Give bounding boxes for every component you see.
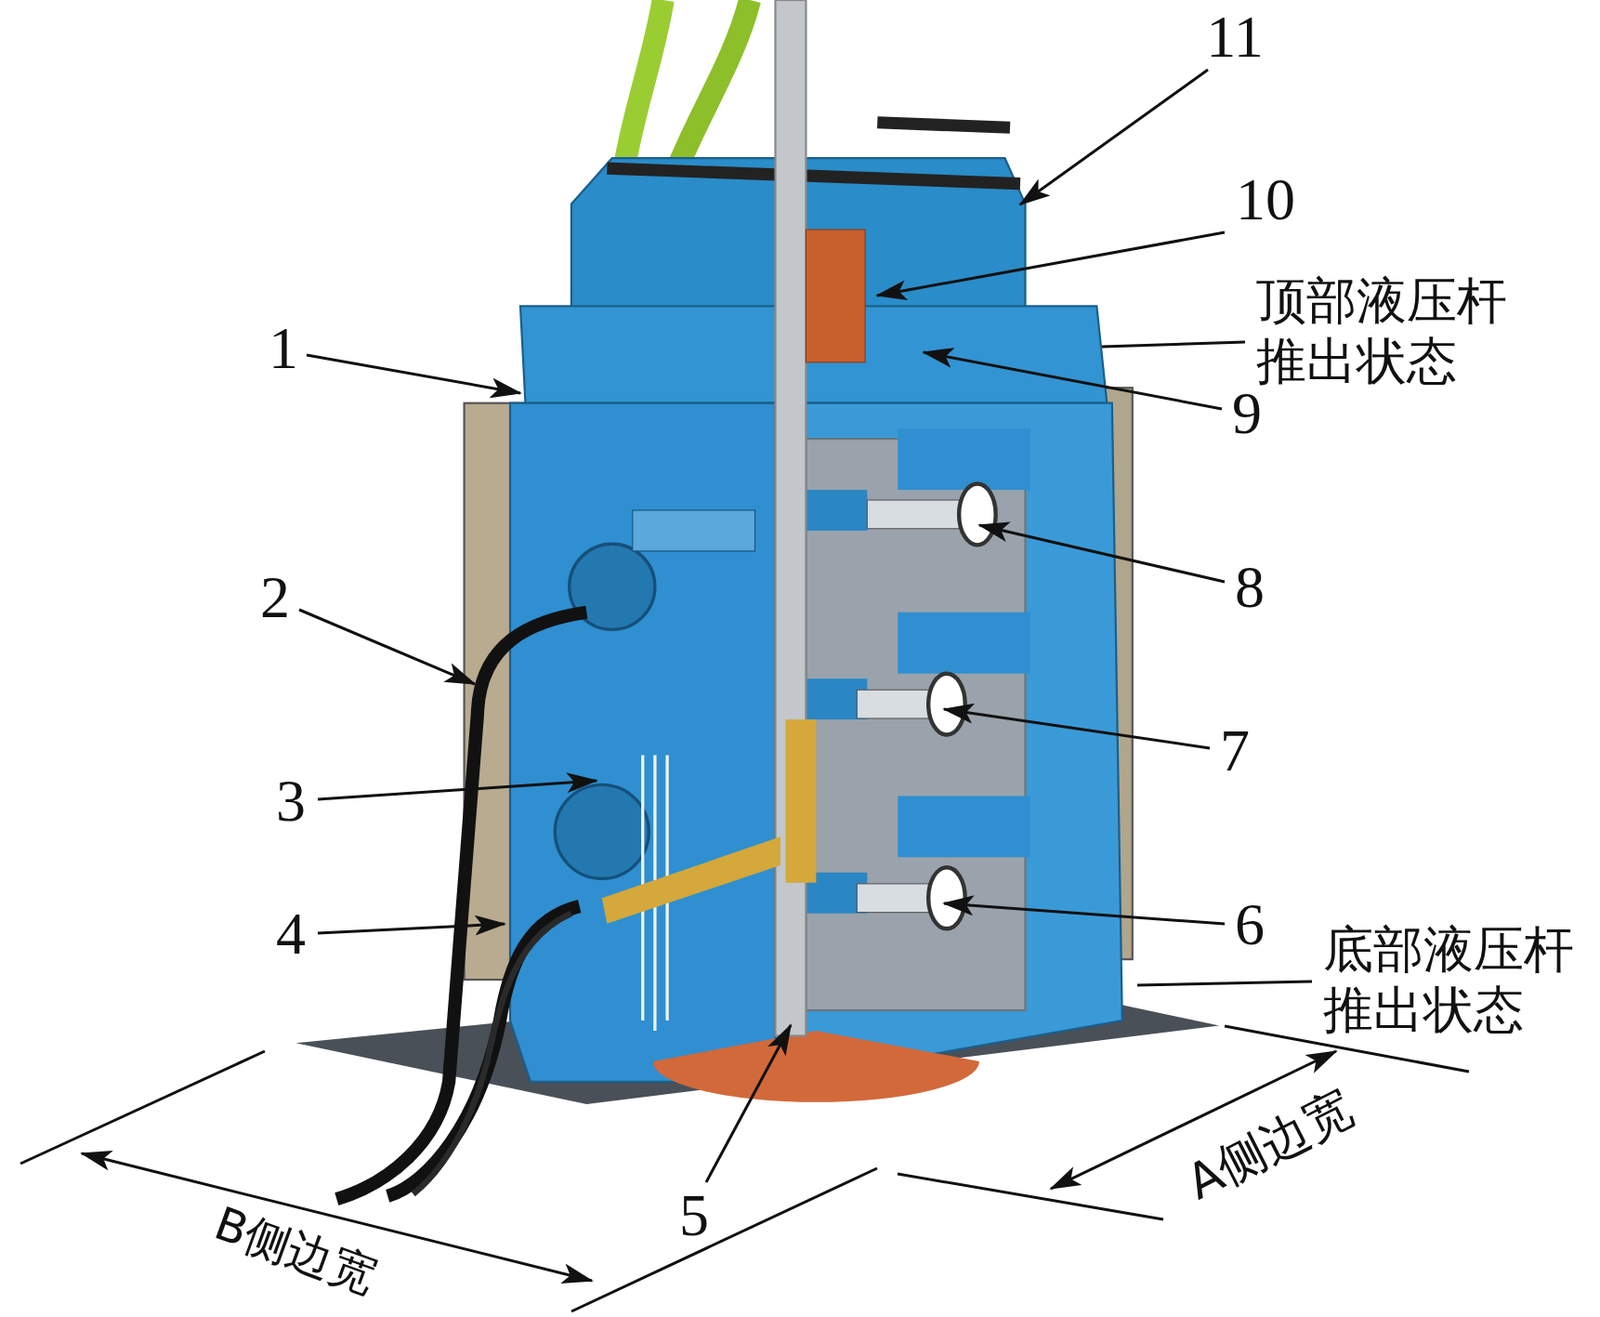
hose: [622, 0, 664, 179]
callout-number: 1: [268, 313, 299, 385]
right-body: [774, 403, 1122, 1082]
leader-line: [299, 609, 475, 684]
disc: [928, 866, 966, 929]
dimension-label: A侧边宽: [1180, 1082, 1361, 1207]
bracket: [897, 795, 1031, 857]
leader-line: [979, 524, 1225, 582]
yellow-bar: [785, 719, 816, 883]
callout-number: 8: [1234, 551, 1265, 624]
leader-line: [1137, 981, 1312, 985]
leader-line: [1101, 341, 1246, 347]
leader-lines: [299, 69, 1312, 1182]
state-label: 底部液压杆 推出状态: [1323, 919, 1589, 1041]
machine: [295, 0, 1220, 1199]
callout-number: 3: [275, 765, 306, 838]
dimension-label: B侧边宽: [209, 1199, 382, 1300]
extension-line: [571, 1167, 878, 1312]
leader-line: [944, 708, 1210, 748]
callout-number: 5: [679, 1180, 709, 1252]
leader-line: [1020, 69, 1208, 205]
cable: [413, 913, 572, 1194]
callout-number: 11: [1206, 1, 1264, 74]
roller-bar: [877, 122, 1010, 128]
disc: [958, 483, 997, 545]
leader-line: [877, 232, 1225, 296]
disc: [928, 673, 966, 735]
gear: [554, 784, 649, 879]
leader-line: [306, 354, 521, 394]
callout-number: 2: [260, 562, 290, 634]
roller-bar: [606, 168, 1021, 184]
leader-line: [317, 780, 597, 800]
callout-number: 10: [1235, 164, 1296, 237]
yellow-bar: [602, 836, 781, 923]
actuator: [632, 510, 756, 551]
bottom-plate: [653, 1030, 980, 1102]
dimension-lines: [20, 1025, 1469, 1312]
leader-line: [944, 903, 1225, 924]
callout-number: 4: [275, 898, 306, 971]
top-clamp: [805, 229, 866, 363]
extension-line: [20, 1050, 265, 1164]
cable: [387, 905, 579, 1196]
callout-number: 9: [1232, 378, 1262, 450]
leader-line: [317, 923, 505, 933]
extension-line: [897, 1173, 1164, 1220]
leader-line: [923, 352, 1222, 409]
cable: [336, 612, 587, 1199]
leader-line: [706, 1024, 791, 1182]
bracket: [897, 428, 1031, 490]
state-label: 顶部液压杆 推出状态: [1256, 271, 1522, 393]
callout-number: 7: [1219, 715, 1250, 787]
hose: [673, 0, 750, 179]
left-body: [510, 403, 775, 1082]
callout-number: 6: [1234, 889, 1265, 961]
bracket: [897, 612, 1031, 674]
